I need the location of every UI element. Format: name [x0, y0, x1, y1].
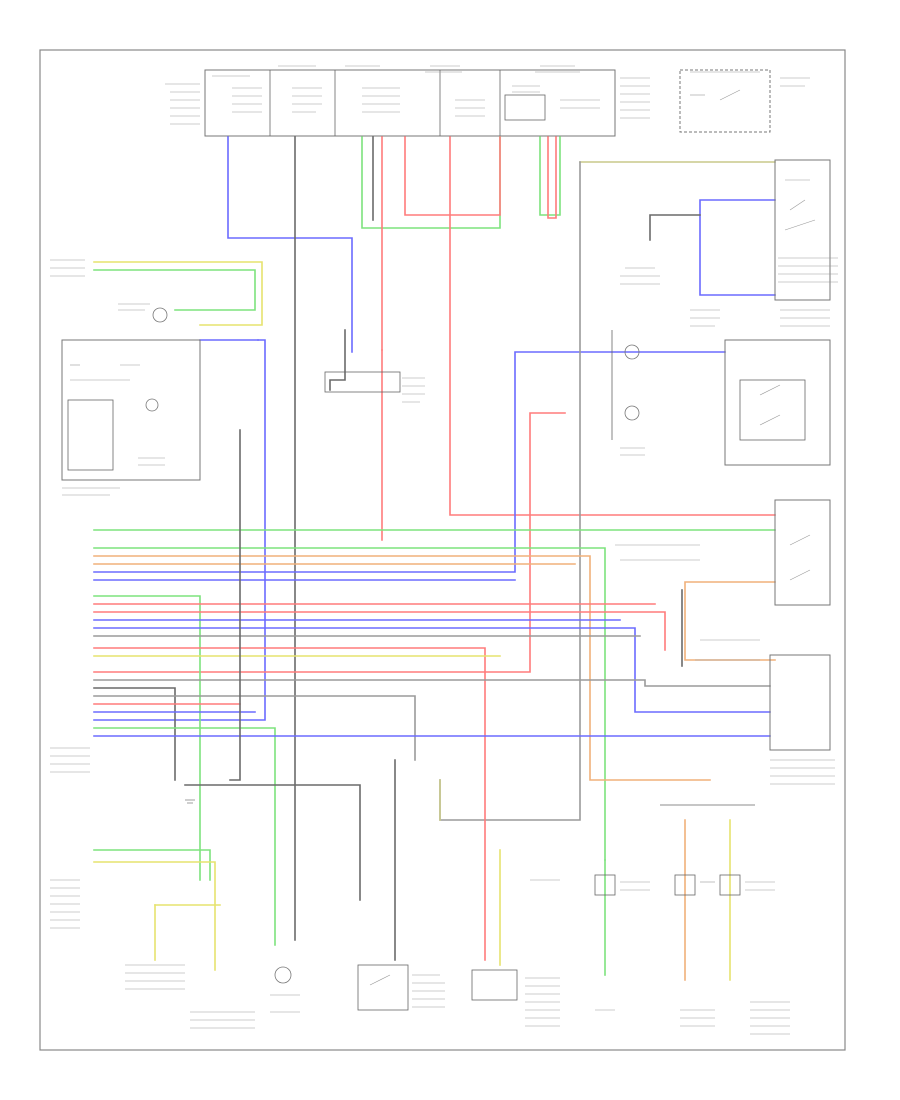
cruise-control-switch-box [61, 339, 201, 496]
wire-black-top [294, 136, 374, 941]
wire-yellow-green-topleft [93, 261, 263, 341]
wire-sensor-lower-left [93, 849, 221, 971]
sensor-ground-label [620, 267, 720, 327]
harness-bundle [93, 529, 776, 961]
wire-sensor-lower-right [499, 819, 731, 981]
harness-connector-label [50, 747, 90, 929]
fuse-block-top [165, 65, 650, 137]
top-right-switch [679, 69, 810, 133]
top-left-connector-label [50, 259, 85, 277]
center-relay [324, 371, 425, 403]
transmission-switch-bottom [471, 969, 560, 1027]
ground-symbol [185, 799, 195, 804]
speed-sensor-bottom [125, 964, 300, 1029]
wire-blue-top [93, 136, 353, 721]
right-switch-box-mid [724, 309, 831, 466]
right-relay-lower [615, 499, 831, 606]
illumination-light [118, 303, 168, 323]
wire-orange-right-loop [681, 581, 776, 667]
diagram-frame [39, 49, 846, 1051]
right-module-lower [695, 639, 835, 785]
bottom-right-sensors [530, 804, 790, 1035]
right-relay-upper [774, 159, 838, 301]
wire-red-top [381, 136, 776, 541]
wire-olive-right [439, 161, 776, 821]
brake-switch-bottom [357, 964, 445, 1011]
wire-blue-right-loop [649, 199, 776, 296]
wire-blue-mid [93, 351, 726, 573]
clutch-sensor-right [611, 330, 645, 456]
wire-red-harness [93, 412, 566, 673]
wire-black-lower [184, 429, 396, 961]
